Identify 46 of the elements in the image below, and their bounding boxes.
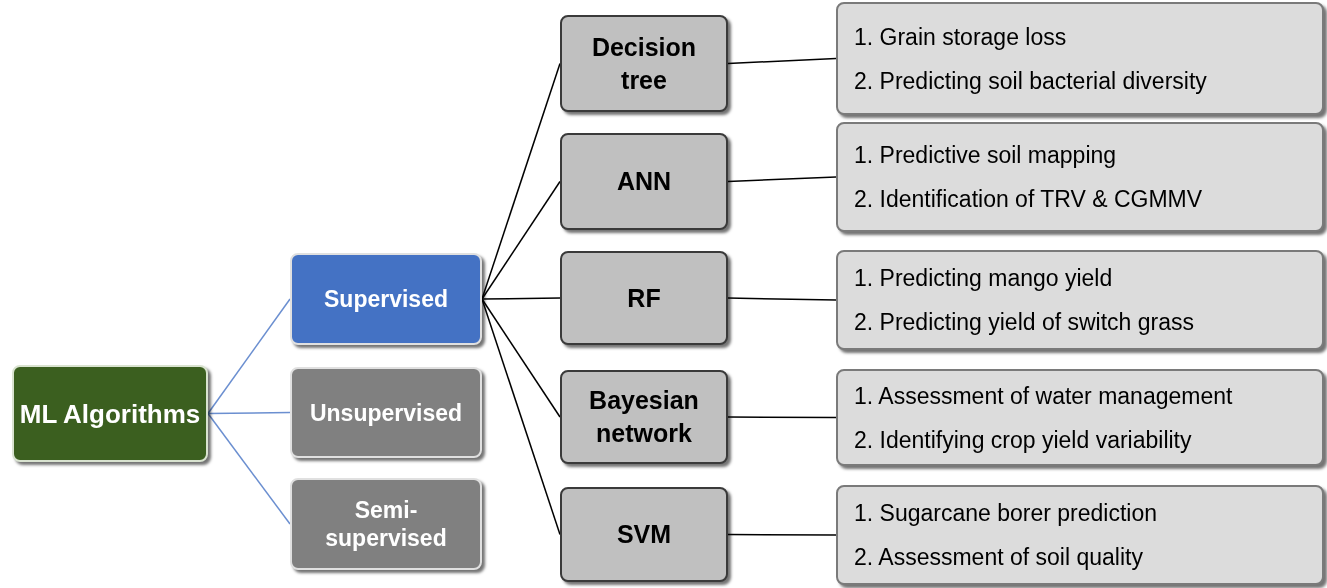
connector-line — [207, 412, 291, 525]
algorithm-box — [560, 251, 728, 345]
application-box — [836, 485, 1324, 585]
root-box — [12, 365, 208, 462]
node-text: 2. Predicting yield of switch grass — [853, 308, 1196, 336]
algorithm-box — [560, 133, 728, 230]
category-box — [290, 253, 482, 345]
connector-line — [727, 297, 837, 301]
node-text: Supervised — [323, 285, 449, 313]
algorithm-box — [560, 487, 728, 582]
application-box — [836, 250, 1324, 350]
node-text: ML Algorithms — [18, 398, 202, 429]
connector-line — [207, 411, 291, 415]
node-text: Decision tree — [590, 31, 698, 96]
node-text: 2. Identification of TRV & CGMMV — [853, 185, 1204, 213]
connector-line — [481, 180, 561, 300]
application-box — [836, 2, 1324, 115]
node-text: 1. Predictive soil mapping — [853, 141, 1118, 169]
node-text: RF — [626, 282, 662, 314]
connector-line — [481, 298, 561, 536]
node-text: Unsupervised — [308, 398, 464, 427]
connector-line — [727, 416, 837, 419]
node-text: 2. Identifying crop yield variability — [853, 425, 1193, 454]
node-text: Semi-supervised — [324, 496, 448, 552]
node-text: 2. Assessment of soil quality — [853, 543, 1144, 571]
node-text: 1. Predicting mango yield — [853, 264, 1114, 292]
node-text: ANN — [615, 166, 673, 197]
connector-line — [207, 298, 291, 415]
connector-line — [481, 297, 561, 300]
connector-line — [481, 62, 561, 300]
connector-line — [727, 57, 837, 65]
node-text: 1. Grain storage loss — [853, 22, 1068, 51]
algorithm-box — [560, 15, 728, 112]
node-text: 1. Sugarcane borer prediction — [853, 499, 1159, 527]
application-box — [836, 122, 1324, 232]
category-box — [290, 367, 482, 458]
node-text: 1. Assessment of water management — [853, 381, 1234, 410]
connector-line — [481, 298, 561, 418]
application-box — [836, 369, 1324, 466]
category-box — [290, 478, 482, 570]
connector-line — [727, 533, 837, 536]
node-text: SVM — [615, 519, 673, 550]
node-text: 2. Predicting soil bacterial diversity — [853, 66, 1208, 95]
node-text: Bayesian network — [588, 385, 700, 449]
algorithm-box — [560, 370, 728, 464]
connector-line — [727, 176, 837, 183]
